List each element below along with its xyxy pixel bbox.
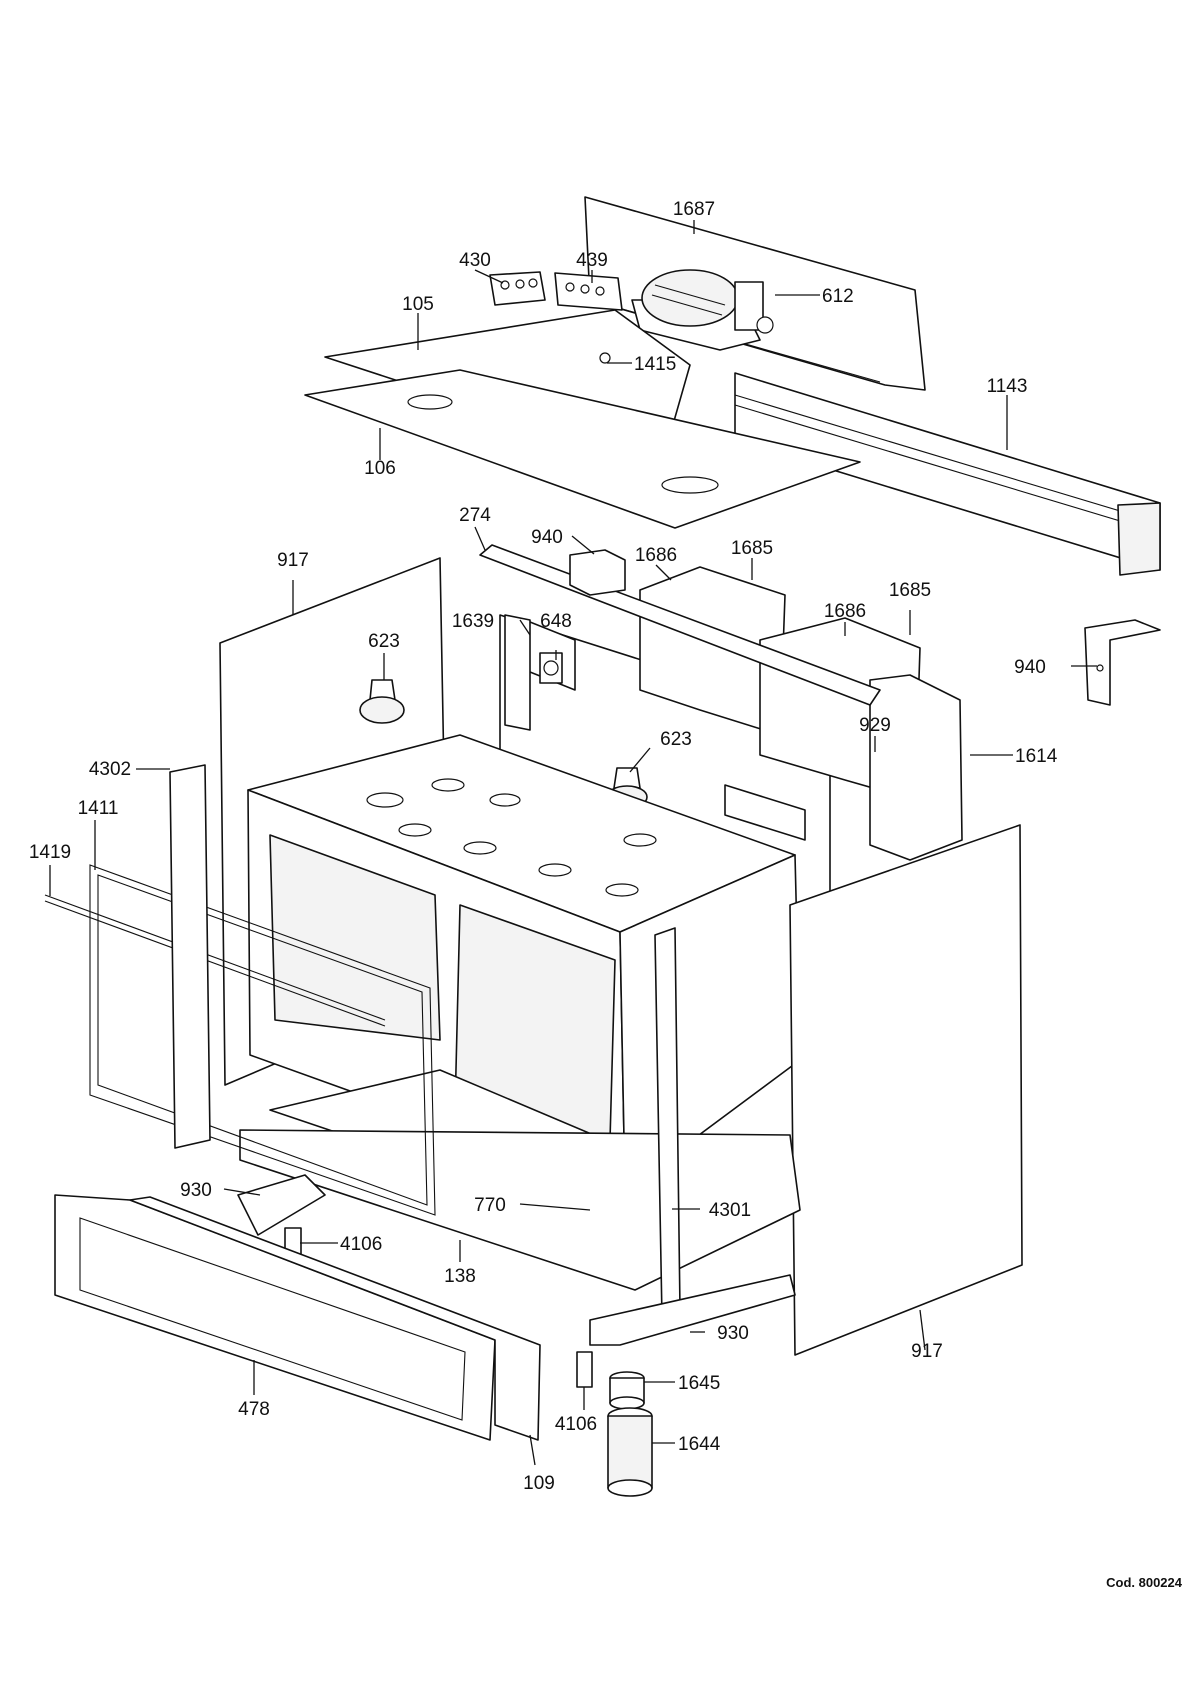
callout-1419: 1419 — [29, 842, 71, 863]
callout-917-right: 917 — [911, 1341, 943, 1362]
callout-430: 430 — [459, 250, 491, 271]
adjustable-foot-1644 — [608, 1408, 652, 1496]
callout-1685-a: 1685 — [731, 538, 773, 559]
callout-1143: 1143 — [987, 376, 1028, 397]
callout-4106-upper: 4106 — [340, 1234, 382, 1255]
callout-612: 612 — [822, 286, 854, 307]
callout-929: 929 — [859, 715, 891, 736]
bracket-940-a — [570, 550, 625, 595]
callout-930-left: 930 — [180, 1180, 212, 1201]
callout-4106-lower: 4106 — [555, 1414, 597, 1435]
callout-138: 138 — [444, 1266, 476, 1287]
callout-439: 439 — [576, 250, 608, 271]
side-panel-right-917 — [790, 825, 1022, 1355]
callout-1686-a: 1686 — [635, 545, 677, 566]
callout-109: 109 — [523, 1473, 555, 1494]
hinge-930-left — [238, 1175, 325, 1235]
bracket-940-b — [1085, 620, 1160, 705]
side-shield-1614 — [870, 675, 962, 860]
drawing-code: Cod. 800224 — [1106, 1575, 1183, 1590]
callout-1411: 1411 — [78, 798, 119, 819]
callout-917-left: 917 — [277, 550, 309, 571]
terminal-block-439 — [555, 273, 622, 310]
callout-940-top: 940 — [531, 527, 563, 548]
bracket-1639 — [505, 615, 530, 730]
side-strip-4302 — [170, 765, 210, 1148]
callout-1415: 1415 — [634, 354, 676, 375]
thermostat-648 — [540, 653, 562, 683]
plinth-478 — [55, 1195, 495, 1440]
callout-4301: 4301 — [709, 1200, 751, 1221]
terminal-block-430 — [490, 272, 545, 305]
callout-1645: 1645 — [678, 1373, 720, 1394]
callout-105: 105 — [402, 294, 434, 315]
callout-930-right: 930 — [717, 1323, 749, 1344]
callout-1644: 1644 — [678, 1434, 721, 1455]
callout-1639: 1639 — [452, 611, 494, 632]
callout-1687: 1687 — [673, 199, 715, 220]
callout-274: 274 — [459, 505, 491, 526]
callout-940-right: 940 — [1014, 657, 1046, 678]
callout-770: 770 — [474, 1195, 506, 1216]
callout-623-center: 623 — [660, 729, 692, 750]
latch-4106-right — [577, 1352, 592, 1387]
callout-648: 648 — [540, 611, 572, 632]
callout-1686-b: 1686 — [824, 601, 866, 622]
callout-1685-b: 1685 — [889, 580, 931, 601]
callout-106: 106 — [364, 458, 396, 479]
callout-4302: 4302 — [89, 759, 131, 780]
callout-478: 478 — [238, 1399, 270, 1420]
callout-1614: 1614 — [1015, 746, 1058, 767]
foot-bushing-1645 — [610, 1372, 644, 1409]
callout-623-left: 623 — [368, 631, 400, 652]
